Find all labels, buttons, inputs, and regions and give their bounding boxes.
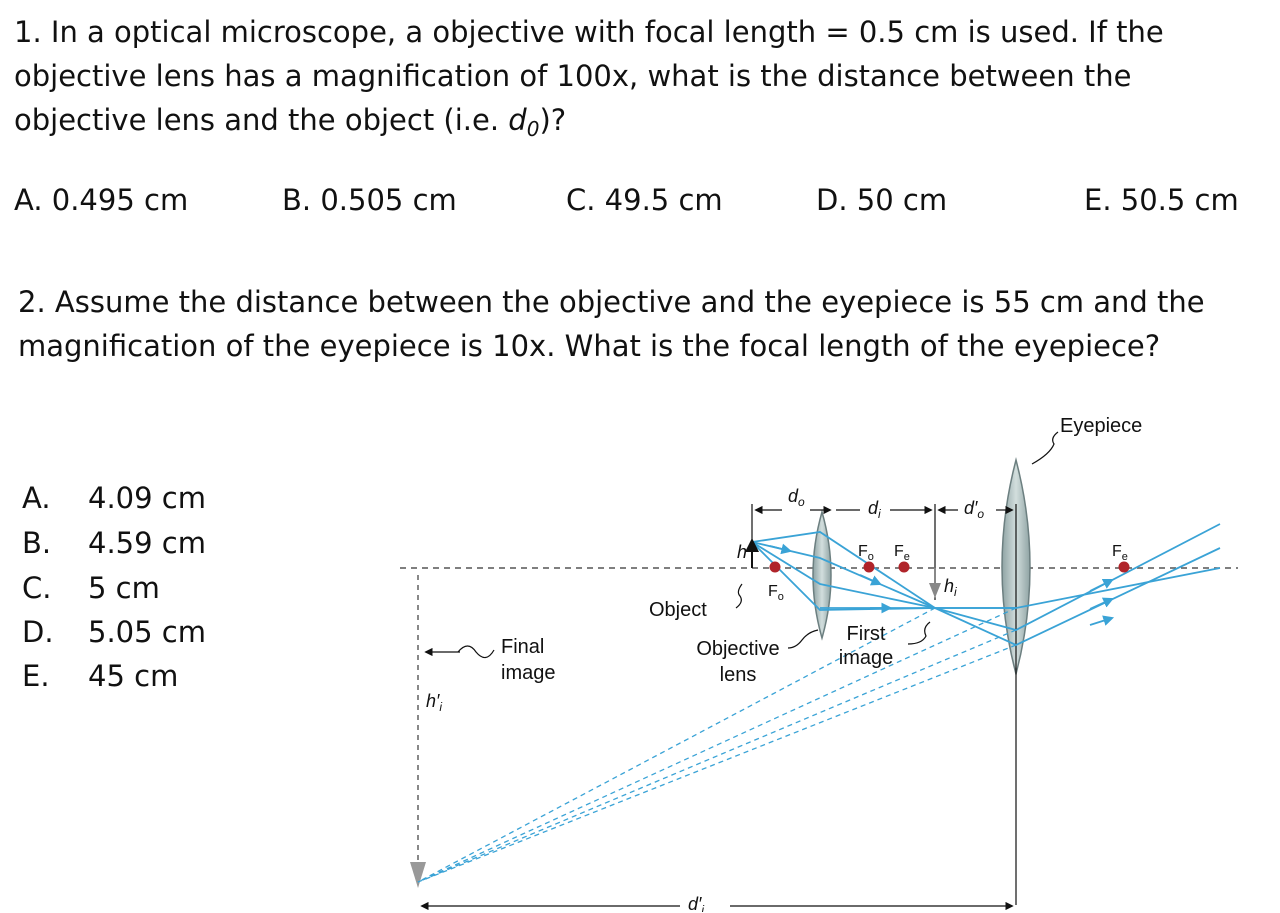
choice-value: 4.09 cm [88, 481, 206, 515]
q1-option-c: C. 49.5 cm [566, 183, 723, 217]
final-image-arrowhead [410, 862, 426, 888]
q2-choice-a: A. 4.09 cm [22, 480, 206, 516]
choice-letter: B. [22, 526, 52, 560]
label-fo-left: Fo [768, 583, 784, 603]
focal-point-fo-left [769, 561, 781, 573]
objective-lens [812, 509, 832, 641]
label-final-1: Final [501, 636, 544, 658]
focal-point-fe-left [898, 561, 910, 573]
label-objective-1: Objective [696, 638, 779, 660]
choice-value: 5 cm [88, 571, 160, 605]
question-2-text: 2. Assume the distance between the objec… [18, 285, 1205, 363]
q1-option-d: D. 50 cm [816, 183, 948, 217]
microscope-diagram: Eyepiece Object Objective lens First ima… [400, 415, 1238, 912]
label-hi-prime: h′i [426, 691, 442, 714]
first-image-arrow [929, 583, 941, 598]
q2-choice-e: E. 45 cm [22, 658, 178, 694]
q2-choice-c: C. 5 cm [22, 570, 160, 606]
q1-option-b: B. 0.505 cm [282, 183, 457, 217]
q1-option-e: E. 50.5 cm [1084, 183, 1239, 217]
label-do-prime: d′o [964, 498, 984, 521]
choice-letter: D. [22, 615, 54, 649]
q1-option-a: A. 0.495 cm [14, 183, 189, 217]
label-fo-right: Fo [858, 543, 874, 563]
label-fe-left: Fe [894, 543, 910, 563]
virtual-rays [417, 607, 1017, 883]
question-1-text: 1. In a optical microscope, a objective … [14, 10, 1254, 151]
label-objective-2: lens [720, 664, 757, 686]
label-first-2: image [839, 647, 893, 669]
choice-value: 4.59 cm [88, 526, 206, 560]
question-1-subscript: 0 [526, 117, 540, 141]
label-object: Object [649, 599, 707, 621]
question-1-end: )? [539, 103, 567, 137]
q2-choice-b: B. 4.59 cm [22, 525, 206, 561]
q2-choice-d: D. 5.05 cm [22, 614, 206, 650]
label-di: di [868, 498, 881, 521]
question-1-body: 1. In a optical microscope, a objective … [14, 15, 1164, 137]
choice-value: 5.05 cm [88, 615, 206, 649]
choice-letter: E. [22, 659, 50, 693]
label-eyepiece: Eyepiece [1060, 415, 1142, 437]
choice-letter: A. [22, 481, 51, 515]
label-first-1: First [847, 623, 886, 645]
label-di-prime: d′i [688, 894, 704, 912]
question-1-variable: d [508, 103, 527, 137]
label-final-2: image [501, 662, 555, 684]
focal-point-fe-right [1118, 561, 1130, 573]
label-fe-right: Fe [1112, 543, 1128, 563]
choice-letter: C. [22, 571, 52, 605]
choice-value: 45 cm [88, 659, 179, 693]
label-hi: hi [944, 576, 957, 599]
label-do: do [788, 486, 805, 509]
label-h: h [737, 542, 747, 562]
focal-point-fo-right [863, 561, 875, 573]
object-arrow [745, 538, 759, 552]
